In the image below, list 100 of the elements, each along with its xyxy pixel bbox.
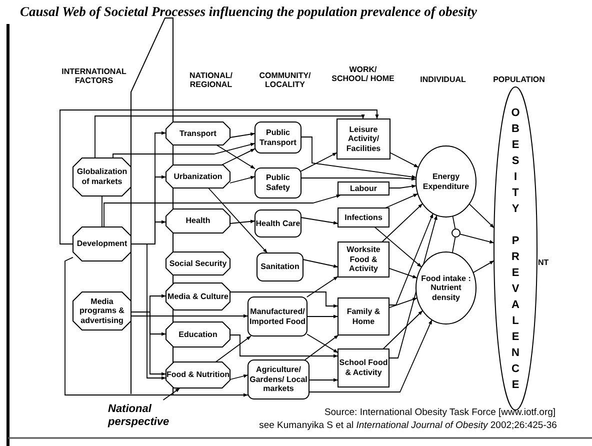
arrow xyxy=(300,136,417,179)
factor-octagon xyxy=(73,227,131,261)
arrow xyxy=(130,244,166,380)
setting-box xyxy=(337,119,390,159)
arrow xyxy=(64,256,248,397)
column-header: INDIVIDUAL xyxy=(419,76,467,85)
arrow xyxy=(382,310,424,350)
node-label: Infections xyxy=(344,212,382,222)
node-label: Agriculture/ Gardens/ Local markets xyxy=(248,365,308,394)
setting-box xyxy=(338,349,389,387)
node-label: Manufactured/ Imported Food xyxy=(248,306,306,326)
arrow xyxy=(162,388,180,400)
factor-octagon xyxy=(166,283,230,310)
arrow xyxy=(472,260,494,274)
node-label: Social Security xyxy=(169,258,227,268)
node-label: Media & Culture xyxy=(168,292,228,302)
node-label: Sanitation xyxy=(260,262,300,272)
arrow xyxy=(459,234,494,244)
node-label: School Food & Activity xyxy=(338,358,389,378)
arrow xyxy=(304,334,339,360)
arrow xyxy=(388,268,418,278)
arrow xyxy=(388,298,418,308)
factor-octagon xyxy=(166,362,230,388)
node-label: Urbanization xyxy=(174,172,222,182)
arrow xyxy=(390,152,419,168)
column-header: NT xyxy=(538,259,550,268)
arrow xyxy=(215,336,252,362)
source-note: Source: International Obesity Task Force [www.iotf.org] xyxy=(323,408,557,418)
factor-octagon xyxy=(166,322,230,347)
arrow xyxy=(388,213,434,306)
arrow xyxy=(94,114,365,158)
setting-box xyxy=(338,298,389,335)
arrow xyxy=(308,319,432,392)
rounded-box xyxy=(255,210,301,237)
arrow xyxy=(230,292,338,308)
arrow xyxy=(374,226,422,268)
column-header: INTERNATIONAL FACTORS xyxy=(60,68,128,86)
arrow xyxy=(208,188,268,254)
arrow xyxy=(308,378,338,382)
arrow xyxy=(302,259,338,268)
arrow xyxy=(60,110,379,244)
node-label: Health Care xyxy=(256,218,300,228)
column-header: COMMUNITY/ LOCALITY xyxy=(258,72,312,90)
setting-box xyxy=(338,242,389,277)
arrow xyxy=(130,314,248,318)
rounded-box xyxy=(248,297,307,336)
arrow xyxy=(104,194,342,228)
junction-circle xyxy=(452,229,460,237)
rounded-box xyxy=(255,168,301,198)
factor-octagon xyxy=(166,209,230,233)
node-label: Transport xyxy=(180,128,216,138)
arrow xyxy=(306,314,338,318)
arrow xyxy=(300,152,338,172)
factor-octagon xyxy=(73,292,131,330)
node-label: Food intake : Nutrient density xyxy=(420,274,472,302)
rounded-box xyxy=(257,253,303,281)
outcome-ellipse xyxy=(494,87,537,410)
setting-box xyxy=(338,208,389,227)
arrow xyxy=(384,193,418,208)
node-label: Globalization of markets xyxy=(76,167,128,187)
factor-octagon xyxy=(166,122,230,145)
arrow xyxy=(468,203,495,228)
arrow xyxy=(230,220,256,224)
factor-octagon xyxy=(73,158,131,196)
arrow xyxy=(216,144,256,170)
arrow xyxy=(230,334,338,358)
arrow xyxy=(306,276,338,298)
column-header: POPULATION xyxy=(492,76,546,85)
arrow xyxy=(388,184,417,188)
source-note: see Kumanyika S et al International Journal of Obesity 2002;26:425-36 xyxy=(258,421,558,432)
node-label: Health xyxy=(186,216,210,226)
node-label: OBESITY PREVALENCE xyxy=(510,106,521,392)
node-label: Labour xyxy=(350,184,378,194)
node-label: Energy Expenditure xyxy=(422,172,470,192)
factor-octagon xyxy=(166,165,230,188)
node-label: Public Safety xyxy=(264,173,291,193)
node-label: Media programs & advertising xyxy=(78,296,126,326)
node-label: Family & Home xyxy=(346,306,382,326)
arrow xyxy=(230,132,256,138)
arrow xyxy=(306,334,338,354)
title: Causal Web of Societal Processes influencing the population prevalence of obesity xyxy=(20,4,478,20)
node-label: Public Transport xyxy=(258,128,298,148)
arrow xyxy=(300,177,416,181)
node-label: Food & Nutrition xyxy=(166,370,230,380)
outcome-ellipse xyxy=(416,252,476,324)
rounded-box xyxy=(255,122,301,153)
factor-octagon xyxy=(166,252,230,275)
arrow xyxy=(230,374,248,380)
arrow xyxy=(230,176,256,184)
setting-box xyxy=(338,182,389,195)
node-label: Leisure Activity/ Facilities xyxy=(345,124,382,154)
node-label: Development xyxy=(76,239,128,249)
node-label: Education xyxy=(178,330,218,340)
arrow xyxy=(382,203,423,242)
column-header: NATIONAL/ REGIONAL xyxy=(188,72,234,90)
arrow xyxy=(300,217,338,225)
arrow xyxy=(112,142,256,158)
rounded-box xyxy=(248,360,309,399)
column-header: WORK/ SCHOOL/ HOME xyxy=(330,66,396,84)
outcome-ellipse xyxy=(416,146,476,217)
